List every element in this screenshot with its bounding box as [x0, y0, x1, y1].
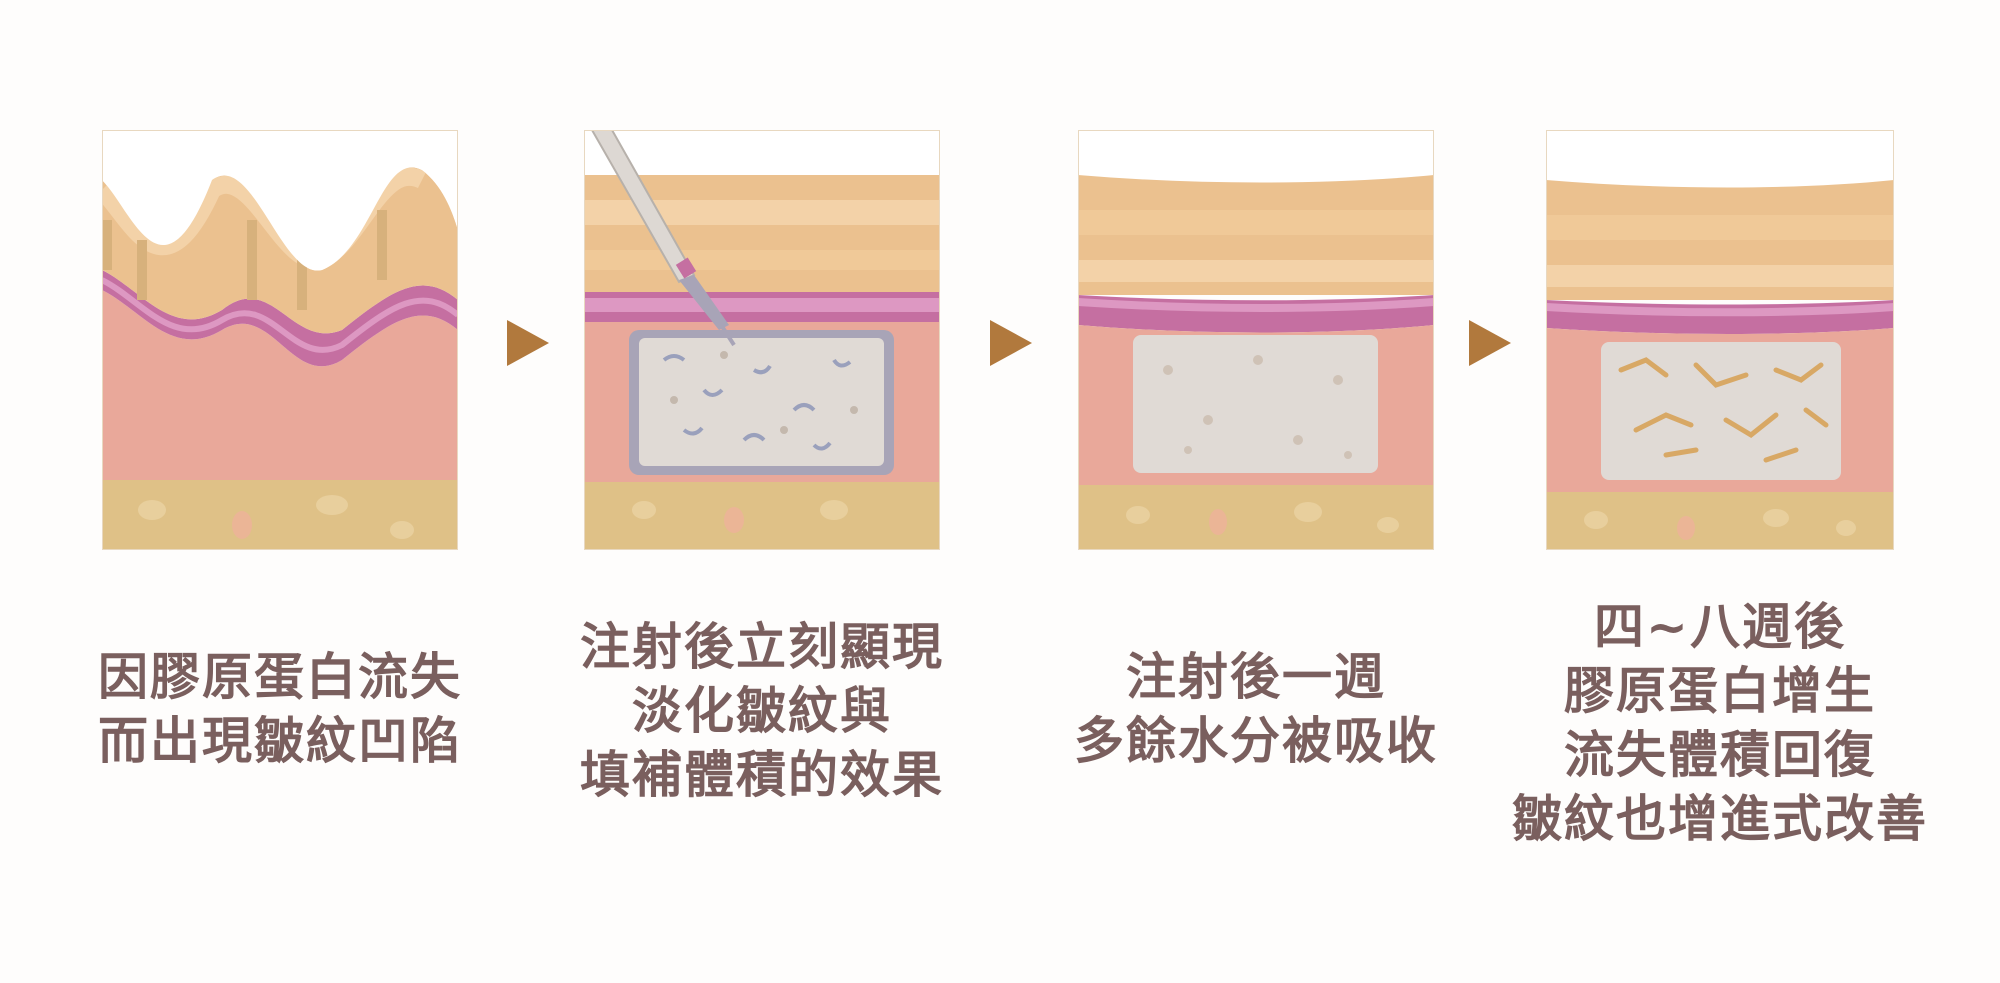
caption-line: 皺紋也增進式改善 [1512, 790, 1928, 848]
step-2-caption: 注射後立刻顯現 淡化皺紋與 填補體積的效果 [550, 615, 974, 807]
skin-illustration-four-to-eight-weeks [1546, 130, 1894, 550]
next-step-arrow-icon [505, 318, 551, 368]
next-step-arrow-icon [988, 318, 1034, 368]
skin-illustration-wrinkled [102, 130, 458, 550]
step-1-caption: 因膠原蛋白流失 而出現皺紋凹陷 [70, 645, 490, 773]
caption-line: 而出現皺紋凹陷 [98, 712, 462, 770]
caption-line: 注射後一週 [1126, 648, 1386, 706]
caption-line: 多餘水分被吸收 [1074, 712, 1438, 770]
caption-line: 流失體積回復 [1564, 726, 1876, 784]
caption-line: 因膠原蛋白流失 [98, 648, 462, 706]
skin-illustration-one-week [1078, 130, 1434, 550]
caption-line: 淡化皺紋與 [632, 682, 892, 740]
step-4-caption: 四~八週後 膠原蛋白增生 流失體積回復 皺紋也增進式改善 [1490, 595, 1950, 851]
caption-line: 四~八週後 [1594, 598, 1846, 656]
caption-line: 注射後立刻顯現 [580, 618, 944, 676]
caption-line: 填補體積的效果 [580, 746, 944, 804]
next-step-arrow-icon [1467, 318, 1513, 368]
caption-line: 膠原蛋白增生 [1564, 662, 1876, 720]
skin-illustration-injection [584, 130, 940, 550]
step-3-caption: 注射後一週 多餘水分被吸收 [1046, 645, 1466, 773]
